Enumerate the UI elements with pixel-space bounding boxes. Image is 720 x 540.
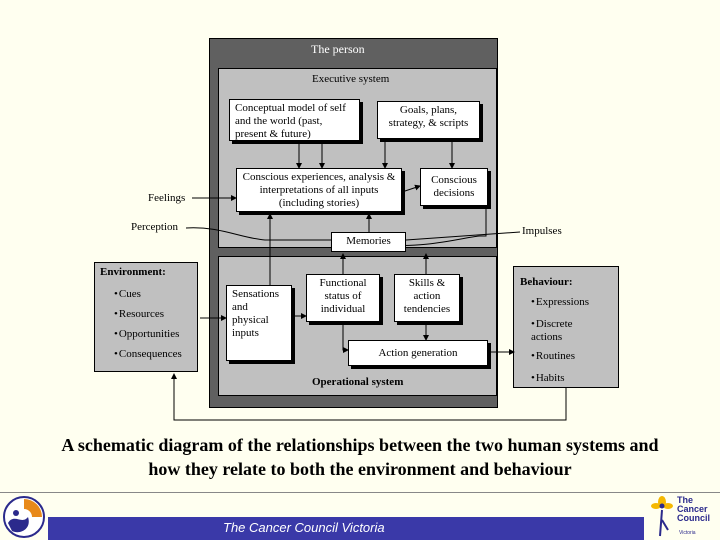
goals-box: Goals, plans, strategy, & scripts <box>377 101 480 139</box>
conceptual-model-box: Conceptual model of self and the world (… <box>229 99 360 141</box>
behaviour-item-habits: Habits <box>531 372 565 385</box>
impulses-label: Impulses <box>522 225 562 237</box>
behaviour-item-expressions: Expressions <box>531 296 589 309</box>
logo-org-sub: Victoria <box>679 530 696 536</box>
environment-title: Environment: <box>100 266 166 278</box>
perception-label: Perception <box>131 221 179 233</box>
behaviour-title: Behaviour: <box>520 276 573 288</box>
diagram-caption: A schematic diagram of the relationships… <box>61 435 659 479</box>
environment-item-opportunities: Opportunities <box>114 328 180 341</box>
behaviour-item-routines: Routines <box>531 350 575 363</box>
sensations-box: Sensations and physical inputs <box>226 285 292 361</box>
conscious-decisions-box: Conscious decisions <box>420 168 488 206</box>
footer-title: The Cancer Council Victoria <box>223 520 385 535</box>
executive-system-label: Executive system <box>312 73 390 85</box>
feelings-label: Feelings <box>148 192 186 204</box>
skills-box: Skills & action tendencies <box>394 274 460 322</box>
behaviour-item-discrete-actions: Discrete actions <box>531 318 591 344</box>
logo-org-name: The Cancer Council <box>677 495 710 523</box>
memories-box: Memories <box>331 232 406 252</box>
functional-status-box: Functional status of individual <box>306 274 380 322</box>
action-generation-box: Action generation <box>348 340 488 366</box>
person-label: The person <box>311 42 365 56</box>
operational-system-label: Operational system <box>312 376 404 388</box>
footer-bar <box>48 517 644 540</box>
cancer-council-emblem-icon <box>3 496 45 538</box>
daffodil-logo-icon <box>651 496 673 537</box>
environment-item-consequences: Consequences <box>114 348 182 361</box>
conscious-experiences-box: Conscious experiences, analysis & interp… <box>236 168 402 212</box>
footer-divider <box>0 492 720 493</box>
environment-item-cues: Cues <box>114 288 141 301</box>
environment-item-resources: Resources <box>114 308 164 321</box>
